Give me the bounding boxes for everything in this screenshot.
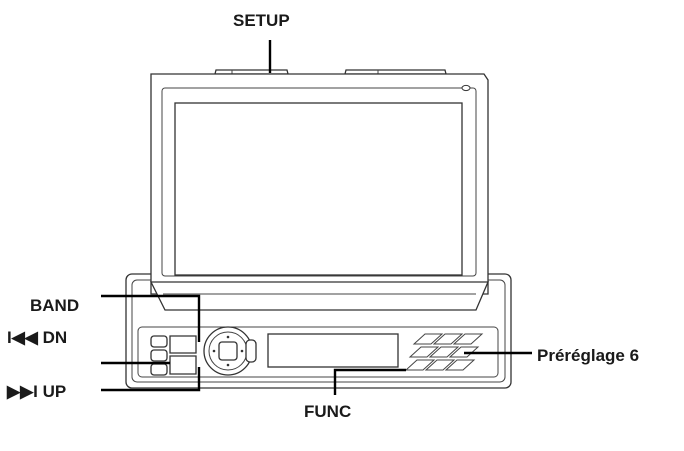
monitor [149,69,489,311]
label-band: BAND [30,296,79,315]
leader-lines [101,40,532,395]
sensor-icon [461,84,471,92]
label-func: FUNC [304,402,351,421]
label-preset-6: Préréglage 6 [537,346,639,365]
preset-buttons [404,333,484,371]
display-window [267,333,399,368]
front-panel [150,326,484,376]
label-setup: SETUP [233,11,290,30]
label-up: ▶▶I UP [6,382,66,401]
label-dn: I◀◀ DN [7,328,67,347]
